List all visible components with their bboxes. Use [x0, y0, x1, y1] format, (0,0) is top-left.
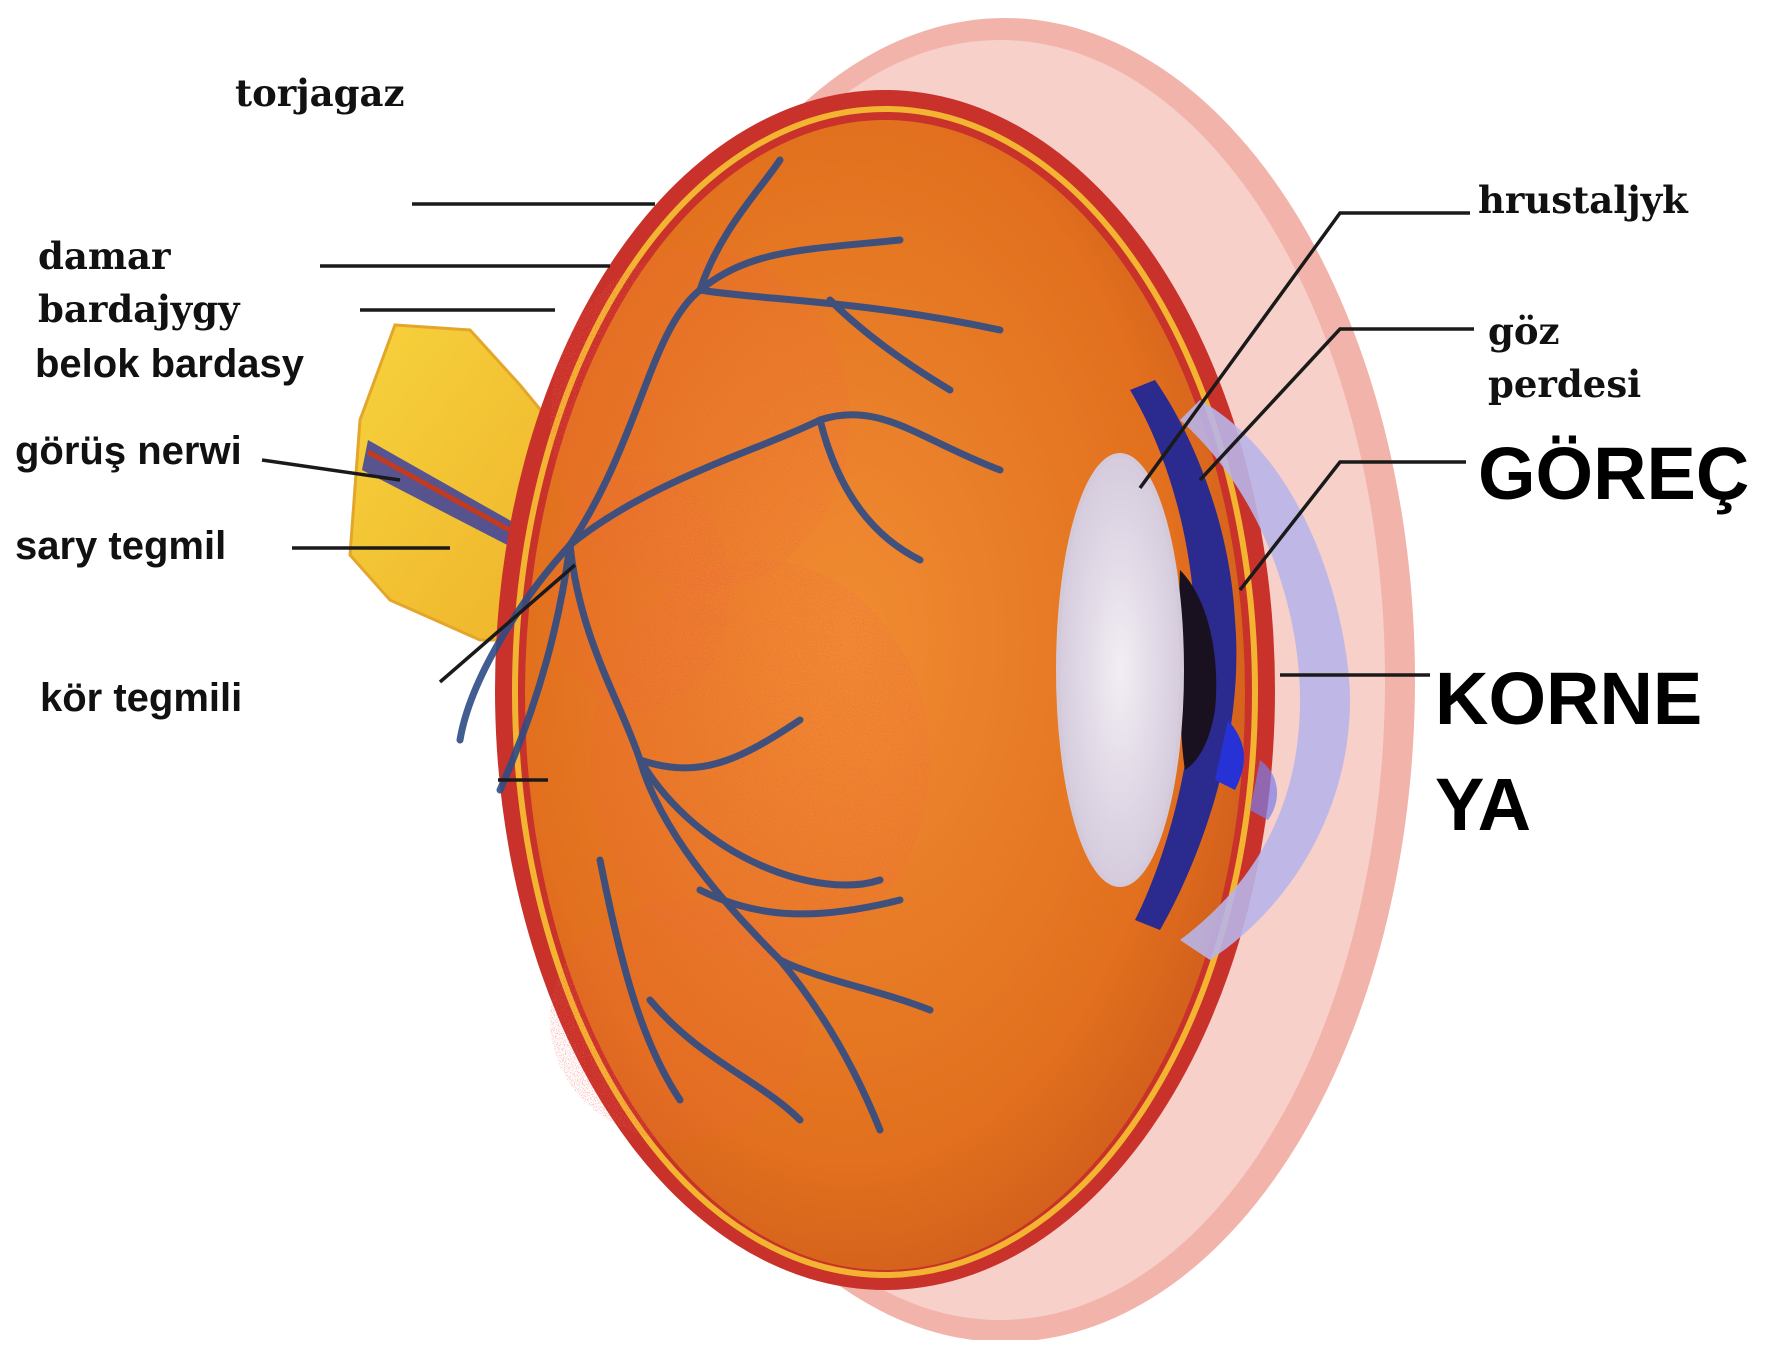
lens	[1058, 455, 1182, 885]
label-hrustaljyk: hrustaljyk	[1478, 182, 1688, 219]
label-belok-bardasy: belok bardasy	[35, 344, 304, 384]
label-kor-tegmili: kör tegmili	[40, 678, 242, 718]
label-bardajygy: bardajygy	[38, 291, 239, 328]
label-goz: göz	[1488, 313, 1560, 350]
label-gorus-nerwi: görüş nerwi	[15, 431, 242, 471]
label-gorec: GÖREÇ	[1478, 437, 1749, 511]
label-torjagaz: torjagaz	[235, 75, 404, 112]
label-sary-tegmil: sary tegmil	[15, 526, 226, 566]
label-korne: KORNE	[1435, 662, 1702, 736]
label-perdesi: perdesi	[1488, 366, 1641, 403]
label-damar: damar	[38, 238, 170, 275]
label-ya: YA	[1435, 768, 1531, 842]
